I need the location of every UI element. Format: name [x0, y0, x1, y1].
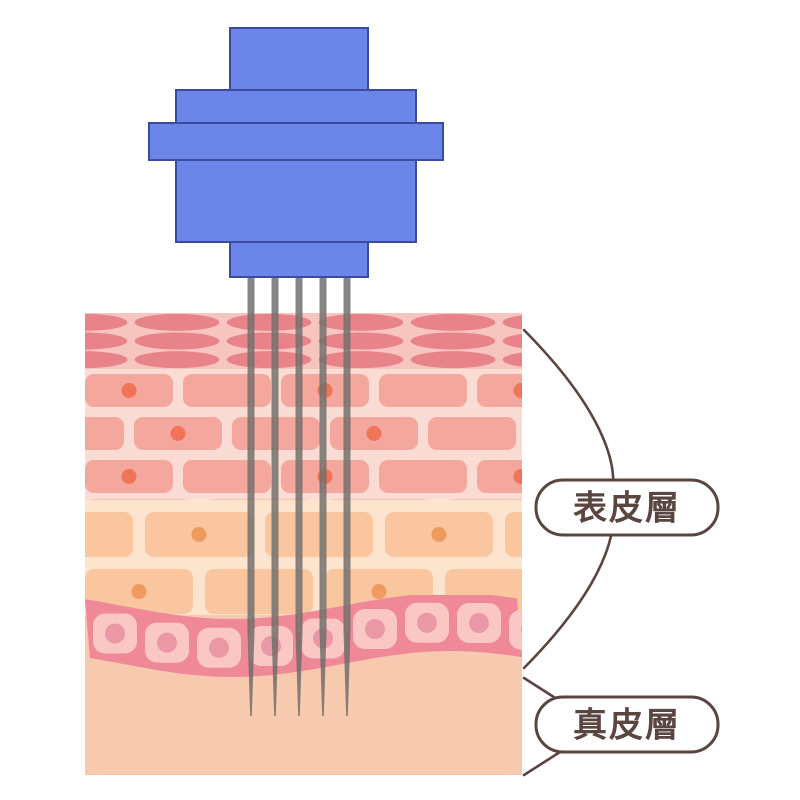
cell-nucleus — [170, 426, 186, 441]
device-wide-flange[interactable] — [148, 122, 444, 161]
callout-pill[interactable] — [534, 478, 720, 537]
basal-cell-nucleus — [521, 625, 522, 635]
brick-cell — [477, 460, 522, 493]
corneum-cell — [134, 351, 220, 369]
callout-pill[interactable] — [534, 695, 720, 754]
basal-cell-nucleus — [417, 612, 437, 633]
cell-nucleus — [513, 469, 522, 484]
basal-cell-layer — [41, 595, 605, 677]
brick-cell — [85, 417, 124, 450]
microneedling-device[interactable] — [148, 27, 444, 278]
cell-nucleus — [366, 426, 382, 441]
basal-cell — [561, 619, 605, 659]
corneum-flat-cells — [85, 313, 680, 369]
cell-nucleus — [431, 527, 447, 542]
basal-cell-nucleus — [365, 619, 385, 640]
dermis-callout: 真皮層 — [522, 676, 720, 777]
brick-cell — [505, 512, 522, 557]
cell-nucleus — [513, 383, 522, 398]
basal-cells — [41, 602, 605, 668]
basal-cell-nucleus — [209, 637, 229, 658]
corneum-cell — [410, 351, 496, 369]
basal-cell-nucleus — [53, 615, 73, 635]
corneum-cell — [595, 351, 680, 368]
brick-cell — [477, 374, 522, 407]
corneum-cell — [134, 332, 220, 350]
device-main-body[interactable] — [175, 159, 417, 243]
device-top-cap[interactable] — [229, 27, 369, 91]
device-upper-flange[interactable] — [175, 89, 417, 124]
basal-cell-nucleus — [573, 629, 593, 649]
brick-cell — [183, 374, 271, 407]
brick-cell — [0, 460, 75, 493]
corneum-cell — [595, 314, 680, 331]
cell-nucleus — [563, 426, 578, 441]
basal-cell-nucleus — [157, 632, 177, 653]
corneum-cell — [595, 333, 680, 350]
cell-nucleus — [121, 469, 137, 484]
basal-cell-nucleus — [105, 623, 125, 644]
brick-cell — [379, 460, 467, 493]
brick-cell — [565, 569, 673, 614]
brick-cell — [0, 374, 75, 407]
brick-cell — [183, 460, 271, 493]
cell-nucleus — [131, 584, 147, 599]
cell-nucleus — [612, 584, 627, 599]
epidermis-callout: 表皮層 — [522, 328, 720, 670]
cell-nucleus — [371, 584, 387, 599]
brick-cell — [575, 374, 663, 407]
callout-label: 表皮層 — [573, 489, 681, 529]
basal-cell — [41, 605, 85, 645]
corneum-cell — [410, 332, 496, 350]
brick-cell — [0, 455, 73, 500]
corneum-cell — [318, 332, 404, 350]
brick-cell — [428, 417, 516, 450]
corneum-cell — [85, 351, 128, 369]
corneum-cell — [502, 352, 522, 367]
cell-nucleus — [121, 383, 137, 398]
corneum-cell — [85, 313, 128, 331]
skin-cross-section — [0, 313, 712, 775]
corneum-cell — [318, 313, 404, 331]
corneum-cell — [502, 333, 522, 349]
corneum-cell — [502, 315, 522, 330]
corneum-cell — [85, 332, 128, 350]
brick-cell — [85, 512, 133, 557]
brick-cell — [205, 569, 313, 614]
microneedle-array — [247, 275, 351, 716]
brick-cell — [265, 512, 373, 557]
pink-brick-cells — [0, 374, 712, 493]
cell-nucleus — [191, 527, 207, 542]
basal-cell-nucleus — [469, 613, 489, 634]
callout-label: 真皮層 — [573, 706, 681, 746]
device-needle-base[interactable] — [229, 241, 369, 278]
brick-cell — [379, 374, 467, 407]
basal-cell — [509, 609, 522, 650]
corneum-cell — [410, 313, 496, 331]
brick-cell — [0, 569, 73, 614]
corneum-cell — [134, 313, 220, 331]
brick-cell — [624, 417, 712, 450]
corneum-cell — [318, 351, 404, 369]
